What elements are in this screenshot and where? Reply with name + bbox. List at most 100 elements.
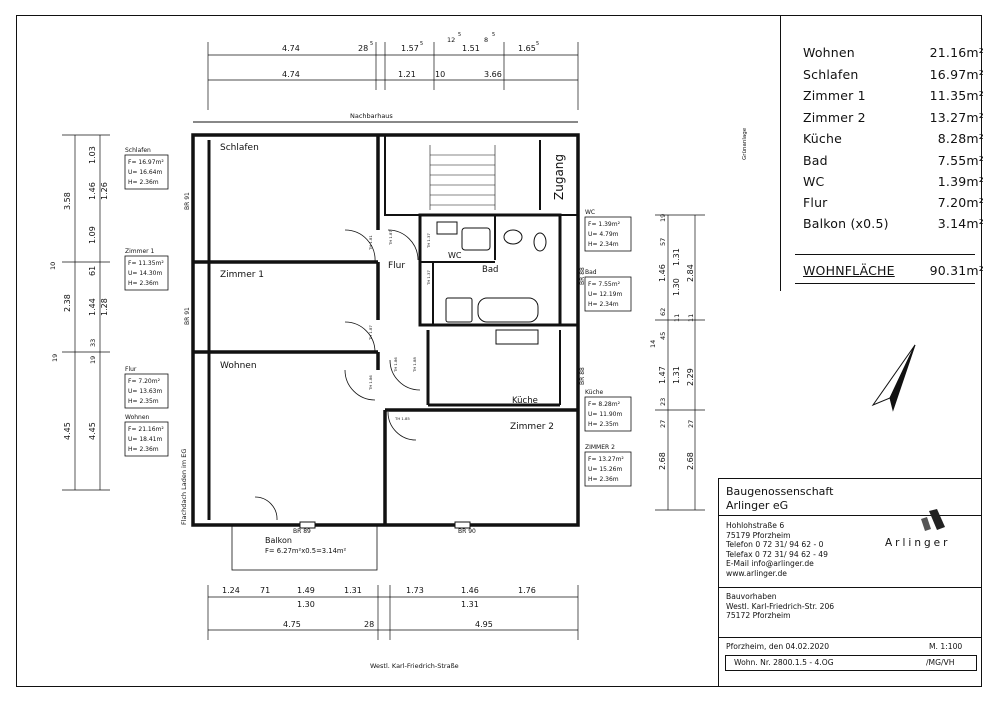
area-row-value: 7.55m² (937, 153, 984, 168)
area-row-value: 16.97m² (929, 67, 984, 82)
dim-right: 23 (659, 398, 667, 406)
dim-right: 2.84 (686, 264, 695, 282)
dim-top-inner: 10 (435, 70, 445, 79)
dim-top-inner: 1.21 (398, 70, 416, 79)
dim-right: 2.68 (686, 452, 695, 470)
room-box-title: Schlafen (125, 147, 151, 154)
room-label-zimmer-2: Zimmer 2 (510, 422, 554, 432)
area-row-value: 8.28m² (937, 131, 984, 146)
room-box-line: U= 11.90m (588, 411, 623, 418)
room-label-balkon: Balkon (265, 536, 292, 545)
dim-bottom: 1.73 (406, 586, 424, 595)
area-row-name: Zimmer 1 (803, 88, 866, 103)
north-arrow-icon (871, 344, 916, 412)
side-label: Flachdach Laden im EG (180, 449, 188, 525)
dim-left: 19 (51, 354, 59, 362)
dim-bottom: 71 (260, 586, 270, 595)
room-box-line: F= 8.28m² (588, 401, 621, 408)
dim-top-outer: 8 (484, 36, 488, 44)
dim-top-outer: 1.57 (401, 44, 419, 53)
area-row-name: WC (803, 174, 825, 189)
door-label: TH 1.86 (393, 357, 398, 373)
dim-top-inner: 4.74 (282, 70, 300, 79)
initials: /MG/VH (926, 658, 955, 667)
dim-left: 1.28 (100, 298, 109, 316)
company-logo-text: Arlinger (885, 537, 951, 549)
door-label: TH 1.37 (426, 270, 431, 286)
room-box-title: ZIMMER 2 (585, 444, 615, 451)
dim-top-inner: 3.66 (484, 70, 502, 79)
dim-right: 1.31 (672, 366, 681, 384)
dim-superscript: 5 (492, 32, 495, 38)
dim-left: 4.45 (88, 422, 97, 440)
area-row-value: 1.39m² (937, 174, 984, 189)
room-box-title: Küche (585, 389, 604, 396)
br-label: BR 88 (579, 367, 586, 385)
dim-right: 14 (649, 340, 657, 348)
dim-bottom: 1.31 (344, 586, 362, 595)
door-label: TH 1.37 (426, 233, 431, 249)
address-line: Telefax 0 72 31/ 94 62 - 49 (726, 549, 828, 559)
br-label: BR 91 (184, 307, 191, 325)
area-row-name: Zimmer 2 (803, 110, 866, 125)
dim-bottom: 4.75 (283, 620, 301, 629)
scale: M. 1:100 (929, 642, 963, 651)
address-line: Hohlohstraße 6 (726, 521, 785, 530)
door-label: TH 1.87 (388, 230, 393, 246)
room-box-line: F= 1.39m² (588, 221, 621, 228)
dim-bottom: 1.30 (297, 600, 315, 609)
dim-right: 2.29 (686, 368, 695, 386)
company-address: Hohlohstraße 6 75179 Pforzheim Telefon 0… (726, 521, 828, 579)
room-label-zimmer-1: Zimmer 1 (220, 270, 264, 280)
door-label: TH 1.85 (394, 416, 410, 421)
area-row-name: Bad (803, 153, 828, 168)
room-box-title: Wohnen (125, 414, 150, 421)
address-line: Telefon 0 72 31/ 94 62 - 0 (726, 540, 824, 550)
dim-right: 27 (659, 420, 667, 428)
room-box-title: Bad (585, 269, 597, 276)
dim-top-outer: 28 (358, 44, 368, 53)
room-box-line: H= 2.35m (128, 398, 159, 405)
drawing-frame (16, 15, 982, 687)
area-total-value: 90.31m² (929, 263, 984, 278)
neighbor-label: Nachbarhaus (350, 112, 393, 120)
room-box-line: H= 2.34m (588, 241, 619, 248)
project-info: Bauvorhaben Westl. Karl-Friedrich-Str. 2… (726, 592, 834, 621)
title-block: Baugenossenschaft Arlinger eG Hohlohstra… (718, 478, 982, 687)
area-row-value: 3.14m² (937, 216, 984, 231)
address-line: www.arlinger.de (726, 568, 787, 578)
area-total-label: WOHNFLÄCHE (803, 263, 895, 278)
area-row-value: 7.20m² (937, 195, 984, 210)
dim-right: 1.46 (658, 264, 667, 282)
dim-superscript: 5 (458, 32, 461, 38)
dim-right: 11 (673, 314, 681, 322)
dim-left: 19 (89, 356, 97, 364)
address-line: 75179 Pforzheim (726, 530, 791, 540)
apartment-box: Wohn. Nr. 2800.1.5 - 4.OG /MG/VH (725, 655, 977, 671)
room-label-bad: Bad (482, 265, 498, 275)
project-label: Bauvorhaben (726, 592, 777, 601)
address-line: E-Mail info@arlinger.de (726, 559, 814, 569)
dim-top-outer: 1.51 (462, 44, 480, 53)
dim-left: 1.03 (88, 146, 97, 164)
door-label: TH 1.88 (412, 357, 417, 373)
door-label: TH 1.87 (368, 325, 373, 341)
dim-left: 10 (49, 262, 57, 270)
room-box-line: H= 2.36m (128, 179, 159, 186)
room-box-line: U= 4.79m (588, 231, 619, 238)
dim-right: 1.47 (658, 366, 667, 384)
room-box-title: Zimmer 1 (125, 248, 155, 255)
balkon-formula: F= 6.27m²x0.5=3.14m² (265, 547, 347, 555)
dim-left: 33 (89, 339, 97, 347)
gruenanlage-label: Grünanlage (742, 127, 748, 160)
dim-left: 2.38 (63, 294, 72, 312)
company-name-line2: Arlinger eG (726, 499, 789, 512)
arlinger-logo-icon (921, 509, 945, 531)
dim-top-outer: 12 (447, 36, 455, 44)
room-label-schlafen: Schlafen (220, 143, 259, 153)
room-box-line: H= 2.34m (588, 301, 619, 308)
street-label: Westl. Karl-Friedrich-Straße (370, 662, 459, 670)
dim-bottom: 1.76 (518, 586, 536, 595)
dim-bottom: 28 (364, 620, 374, 629)
